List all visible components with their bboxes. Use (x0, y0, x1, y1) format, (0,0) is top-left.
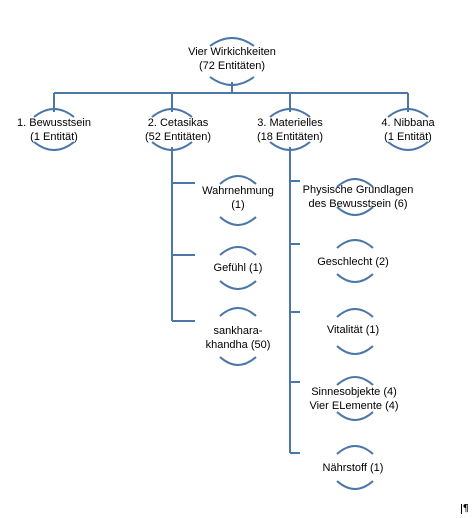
sankhara-lower-arc (219, 356, 257, 366)
category-materielles-count: (18 Entitäten) (256, 131, 324, 143)
sinnesobjekte-title: Sinnesobjekte (4) (311, 386, 397, 398)
physische-grundlagen-lower-arc (336, 206, 374, 216)
geschlecht-lower-arc (336, 273, 374, 283)
gefuehl-lower-arc (219, 280, 257, 290)
cetasikas-child-sankhara: sankhara- khandha (50) (188, 324, 288, 352)
root-title: Vier Wirkichkeiten (188, 46, 276, 58)
root-upper-arc (209, 37, 255, 47)
gefuehl-upper-arc (219, 246, 257, 256)
vitalitaet-upper-arc (336, 308, 374, 318)
vier-elemente-title: Vier ELemente (4) (309, 400, 399, 412)
category-bewusstsein-label: 1. Bewusstsein (1 Entität) (2, 116, 106, 144)
root-node-label: Vier Wirkichkeiten (72 Entitäten) (172, 45, 292, 73)
cetasikas-child-wahrnehmung: Wahrnehmung (1) (188, 184, 288, 212)
materielles-child-vitalitaet: Vitalität (1) (303, 323, 403, 337)
gefuehl-title: Gefühl (1) (213, 262, 263, 274)
geschlecht-title: Geschlecht (2) (317, 256, 389, 268)
category-bewusstsein-lower-arc (33, 141, 75, 151)
wahrnehmung-lower-arc (219, 216, 257, 226)
physische-grundlagen-upper-arc (336, 178, 374, 188)
naehrstoff-title: Nährstoff (1) (322, 462, 384, 474)
naehrstoff-upper-arc (336, 445, 374, 455)
category-cetasikas-label: 2. Cetasikas (52 Entitäten) (126, 116, 230, 144)
geschlecht-upper-arc (336, 239, 374, 249)
cetasikas-child-gefuehl: Gefühl (1) (188, 261, 288, 275)
materielles-child-sinnesobjekte: Sinnesobjekte (4) Vier ELemente (4) (296, 385, 412, 413)
sankhara-count: khandha (50) (205, 339, 271, 351)
category-nibbana-count: (1 Entität) (384, 131, 432, 143)
physische-grundlagen-count: des Bewusstsein (6) (308, 198, 408, 210)
materielles-child-naehrstoff: Nährstoff (1) (303, 461, 403, 475)
category-bewusstsein-title: 1. Bewusstsein (17, 117, 91, 129)
root-count: (72 Entitäten) (198, 60, 266, 72)
wahrnehmung-count: (1) (231, 199, 245, 211)
vitalitaet-title: Vitalität (1) (326, 324, 380, 336)
sinnesobjekte-lower-arc (336, 411, 374, 421)
sankhara-title: sankhara- (213, 325, 263, 337)
materielles-child-geschlecht: Geschlecht (2) (303, 255, 403, 269)
wahrnehmung-upper-arc (219, 175, 257, 185)
naehrstoff-lower-arc (336, 480, 374, 490)
sinnesobjekte-upper-arc (336, 376, 374, 386)
category-nibbana-title: 4. Nibbana (381, 117, 435, 129)
category-nibbana-lower-arc (387, 141, 429, 151)
category-cetasikas-count: (52 Entitäten) (144, 131, 212, 143)
materielles-child-physische-grundlagen: Physische Grundlagen des Bewusstsein (6) (294, 183, 422, 211)
category-nibbana-label: 4. Nibbana (1 Entität) (356, 116, 460, 144)
paragraph-mark-icon: ¶ (460, 503, 469, 514)
physische-grundlagen-title: Physische Grundlagen (302, 184, 414, 196)
vitalitaet-lower-arc (336, 345, 374, 355)
sankhara-upper-arc (219, 307, 257, 317)
category-materielles-label: 3. Materielles (18 Entitäten) (238, 116, 342, 144)
category-materielles-title: 3. Materielles (257, 117, 323, 129)
category-cetasikas-title: 2. Cetasikas (147, 117, 209, 129)
category-bewusstsein-count: (1 Entität) (30, 131, 78, 143)
wahrnehmung-title: Wahrnehmung (202, 185, 274, 197)
